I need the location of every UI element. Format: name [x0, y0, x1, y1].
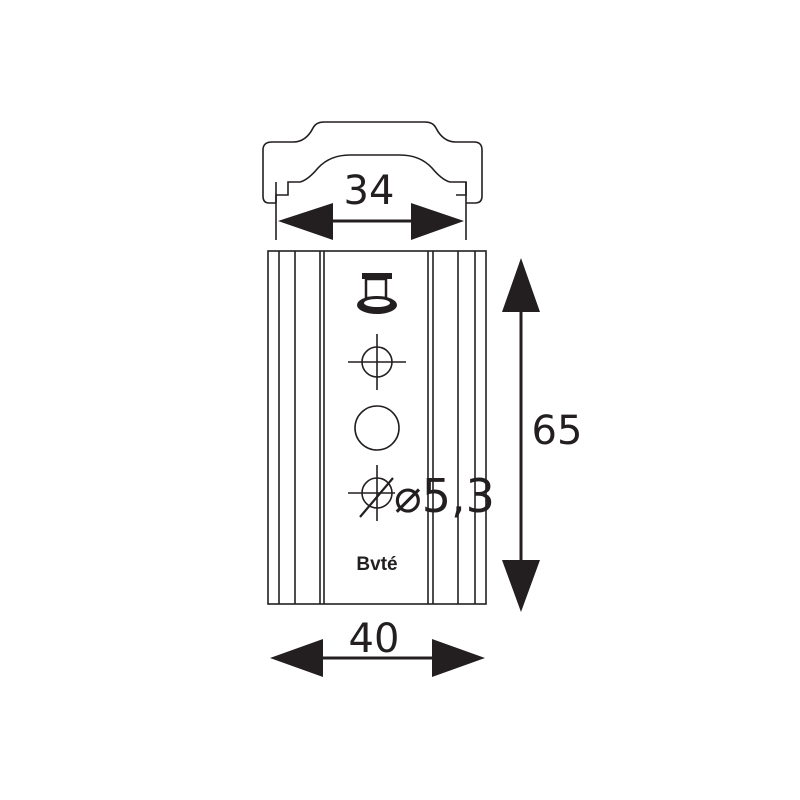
circle-hole-icon: [354, 405, 400, 451]
dimension-40: 40: [270, 616, 485, 677]
dimension-label-34: 34: [344, 168, 395, 214]
dimension-65: 65: [502, 258, 582, 612]
castle-tower-icon: [357, 273, 397, 314]
mounting-plate: [267, 250, 487, 605]
dimension-label-40: 40: [349, 616, 400, 662]
dimension-label-65: 65: [532, 408, 583, 454]
diameter-label: ⌀5,3: [394, 469, 495, 523]
rail-profile: [262, 121, 483, 240]
crosshair-hole-icon: [348, 334, 406, 390]
dimension-34: 34: [278, 168, 464, 240]
brand-mark: Bvté: [356, 554, 397, 575]
diameter-hole-icon: [348, 465, 395, 521]
